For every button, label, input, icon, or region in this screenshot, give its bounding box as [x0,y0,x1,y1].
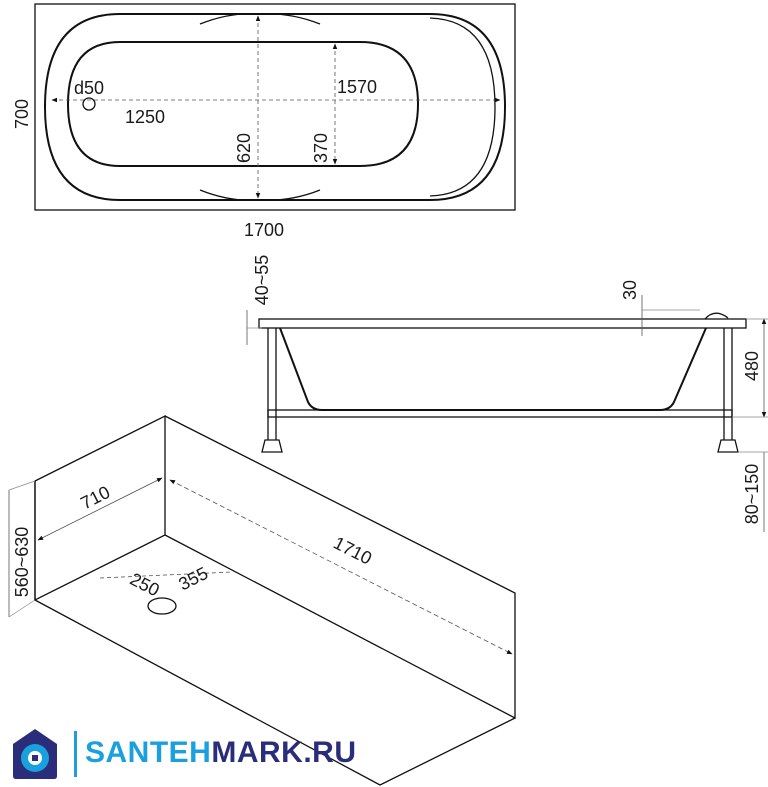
side-view: 40~55 30 480 80~150 [246,255,768,532]
dim-length-label: 1700 [244,220,284,240]
house-gear-icon [13,729,57,779]
logo-text-part1: SANTEH [85,735,212,769]
foot-right [717,439,739,453]
dim-iso-length-label: 1710 [330,533,375,569]
dim-iso-width-line [37,477,163,541]
top-view: 700 d50 1570 1250 620 370 1700 [12,3,516,240]
iso-side-wall [164,415,516,720]
logo-divider [74,731,77,777]
dim-drain-label: d50 [74,78,104,98]
logo-text-part2: MARK.RU [211,735,357,769]
dim-center-width-label: 620 [234,133,254,163]
dim-width-label: 700 [12,99,32,129]
rim-scallop-top [199,13,321,25]
rim-inner-right [429,17,496,197]
dim-bowl-length-label: 1250 [125,107,165,127]
side-bowl [279,327,707,411]
drain-hole-iso [147,597,177,615]
dim-rim-thickness-label: 30 [620,280,640,300]
frame-crossbar [267,409,733,418]
dim-iso-height-ext1 [8,480,36,491]
dim-inner-length-label: 1570 [337,77,377,97]
rim-scallop-bottom [199,189,321,201]
dim-leg-adjust-label: 80~150 [742,464,762,525]
iso-floor-front [34,599,516,786]
dim-iso-width-label: 710 [77,482,113,513]
dim-iso-length-line [169,479,513,655]
side-headrest [704,312,729,320]
bath-outline-rect [34,3,516,211]
dim-iso-height-ext2 [8,599,36,618]
dim-rim-adjust-label: 40~55 [252,255,272,306]
dim-iso-drain-wall-label: 355 [175,563,211,594]
logo: SANTEHMARK.RU [10,724,357,784]
dim-iso-height-label: 560~630 [12,527,32,598]
dim-iso-drain-line [99,571,233,579]
bath-rim [43,13,507,201]
logo-wordmark: SANTEHMARK.RU [74,731,357,777]
side-rim [258,318,747,329]
foot-left [261,439,283,453]
iso-back-wall [34,414,166,602]
dim-half-width-label: 370 [311,133,331,163]
bath-bowl [66,41,420,167]
dim-height-label: 480 [742,351,762,381]
dim-iso-drain-offset-label: 250 [127,569,163,600]
